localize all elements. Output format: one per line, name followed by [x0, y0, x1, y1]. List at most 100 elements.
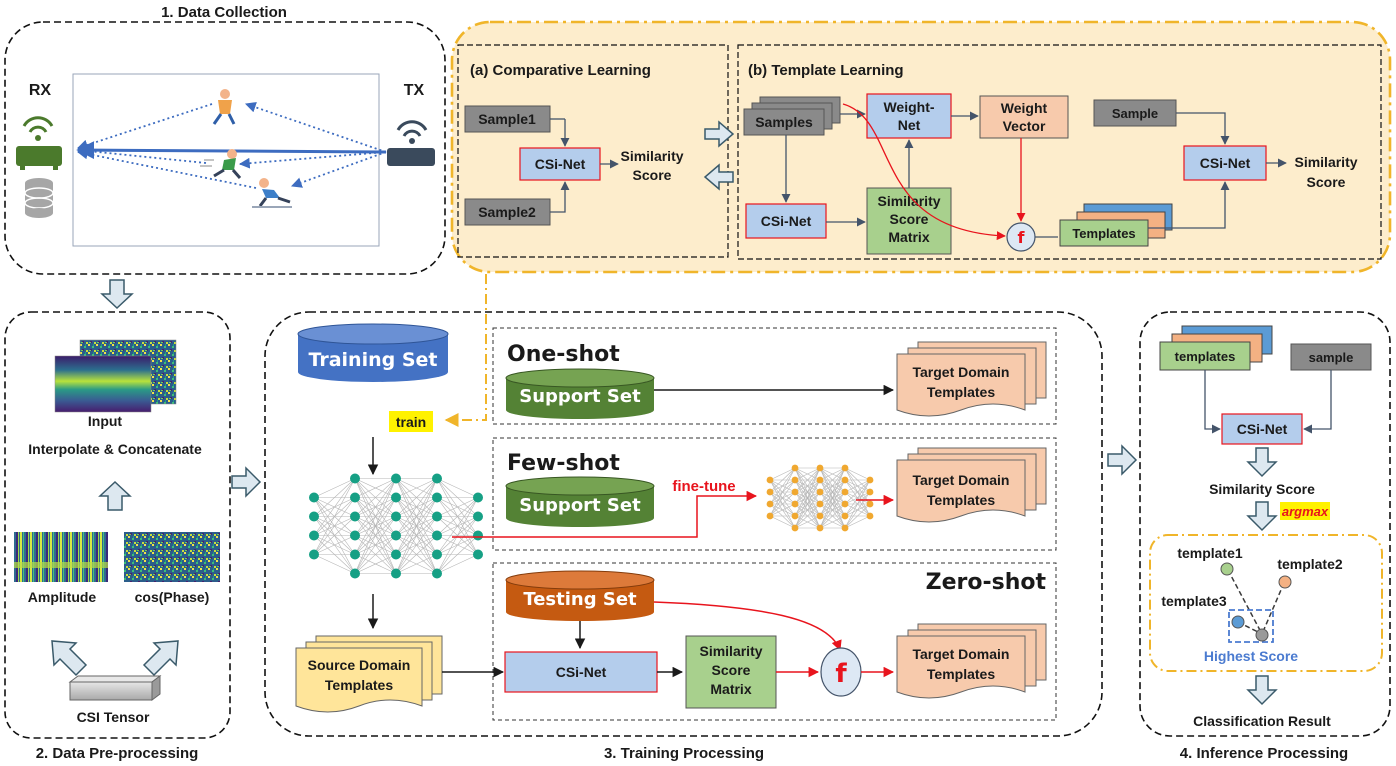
network-node	[791, 524, 799, 532]
network-node	[391, 473, 401, 484]
comparative-title: (a) Comparative Learning	[470, 62, 651, 79]
network-node	[791, 512, 799, 520]
up-arrow-icon	[98, 480, 132, 511]
inf-csinet-label: CSi-Net	[1237, 421, 1288, 437]
section-title-collection: 1. Data Collection	[161, 4, 287, 21]
tl-sample-label: Sample	[1112, 106, 1158, 121]
sample1-box	[464, 105, 551, 133]
network-node	[766, 488, 774, 496]
weight-vector-box	[979, 95, 1069, 139]
zero-fusion-label: f	[835, 659, 847, 689]
csi-tensor-icon	[68, 675, 162, 701]
support-set-1-db	[505, 368, 655, 419]
testing-set-db	[505, 570, 655, 621]
learning-to-train-link	[444, 274, 487, 427]
highest-score-box	[1228, 609, 1274, 643]
network-node	[432, 549, 442, 560]
falling-person-icon	[252, 178, 292, 208]
target-one-line2: Templates	[927, 384, 995, 400]
weight-vector-line1: Weight	[1001, 100, 1048, 116]
source-neural-network	[309, 473, 483, 579]
running-person-icon	[200, 149, 242, 179]
comparative-csinet-label: CSi-Net	[535, 156, 586, 172]
few-shot-box	[492, 437, 1057, 551]
template-learning-title: (b) Template Learning	[748, 62, 904, 79]
network-node	[841, 464, 849, 472]
training-set-label: Training Set	[308, 349, 437, 371]
highest-score-label: Highest Score	[1204, 648, 1298, 664]
network-node	[866, 500, 874, 508]
samples-stack	[743, 108, 825, 136]
tl-score-line2: Score	[1307, 174, 1346, 190]
tl-csinet-left-box	[745, 203, 827, 239]
network-node	[841, 500, 849, 508]
exchange-arrow-left	[703, 163, 734, 191]
exchange-arrow-right	[704, 120, 735, 148]
network-node	[350, 568, 360, 579]
zero-matrix-box	[685, 635, 777, 709]
tl-matrix-box	[866, 187, 952, 255]
network-node	[391, 511, 401, 522]
network-node	[766, 476, 774, 484]
network-node	[841, 476, 849, 484]
comparative-score-line1: Similarity	[620, 148, 683, 164]
tensor-label: CSI Tensor	[77, 709, 150, 725]
network-node	[432, 568, 442, 579]
tx-label: TX	[404, 82, 425, 99]
inf-sample-label: sample	[1309, 350, 1354, 365]
network-node	[866, 476, 874, 484]
support-set-1-label: Support Set	[519, 386, 641, 407]
network-node	[841, 524, 849, 532]
tl-matrix-line1: Similarity	[877, 193, 940, 209]
testing-set-label: Testing Set	[523, 589, 637, 610]
target-one-line1: Target Domain	[913, 364, 1010, 380]
network-node	[473, 492, 483, 503]
score-selection-box	[1149, 534, 1383, 672]
network-node	[816, 464, 824, 472]
sample1-label: Sample1	[478, 111, 536, 127]
network-node	[391, 530, 401, 541]
tl-score-line1: Similarity	[1294, 154, 1357, 170]
template1-label: template1	[1177, 545, 1243, 561]
tl-csinet-left-label: CSi-Net	[761, 213, 812, 229]
template1-node	[1220, 562, 1234, 576]
target-zero-line2: Templates	[927, 666, 995, 682]
source-line1: Source Domain	[308, 657, 411, 673]
template3-label: template3	[1161, 593, 1227, 609]
training-set-db	[297, 323, 449, 382]
template3-node	[1231, 615, 1245, 629]
network-node	[432, 473, 442, 484]
preprocessing-panel	[4, 311, 231, 739]
network-node	[791, 488, 799, 496]
network-node	[866, 512, 874, 520]
network-node	[473, 511, 483, 522]
diag-arrow-left-icon	[51, 640, 88, 677]
diag-arrow-right-icon	[142, 640, 179, 677]
zero-matrix-line1: Similarity	[699, 643, 762, 659]
network-node	[309, 492, 319, 503]
network-node	[866, 488, 874, 496]
source-line2: Templates	[325, 677, 393, 693]
support-set-2-label: Support Set	[519, 495, 641, 516]
sample2-label: Sample2	[478, 204, 536, 220]
one-shot-title: One-shot	[507, 342, 620, 367]
template-learning-box	[737, 44, 1382, 260]
weightnet-line1: Weight-	[883, 99, 934, 115]
target-few-line2: Templates	[927, 492, 995, 508]
finetuned-neural-network	[766, 464, 874, 532]
phase-image	[124, 532, 220, 582]
down-arrow-icon-3	[1246, 675, 1278, 706]
one-shot-box	[492, 327, 1057, 425]
template2-label: template2	[1277, 556, 1343, 572]
section-title-inference: 4. Inference Processing	[1180, 745, 1348, 762]
network-node	[432, 530, 442, 541]
collection-to-preprocess-arrow	[100, 279, 134, 310]
inference-panel	[1139, 311, 1391, 737]
network-node	[816, 500, 824, 508]
network-node	[473, 549, 483, 560]
comparative-learning-box	[457, 44, 729, 258]
network-node	[816, 524, 824, 532]
down-arrow-icon-2	[1246, 501, 1278, 532]
network-node	[391, 549, 401, 560]
